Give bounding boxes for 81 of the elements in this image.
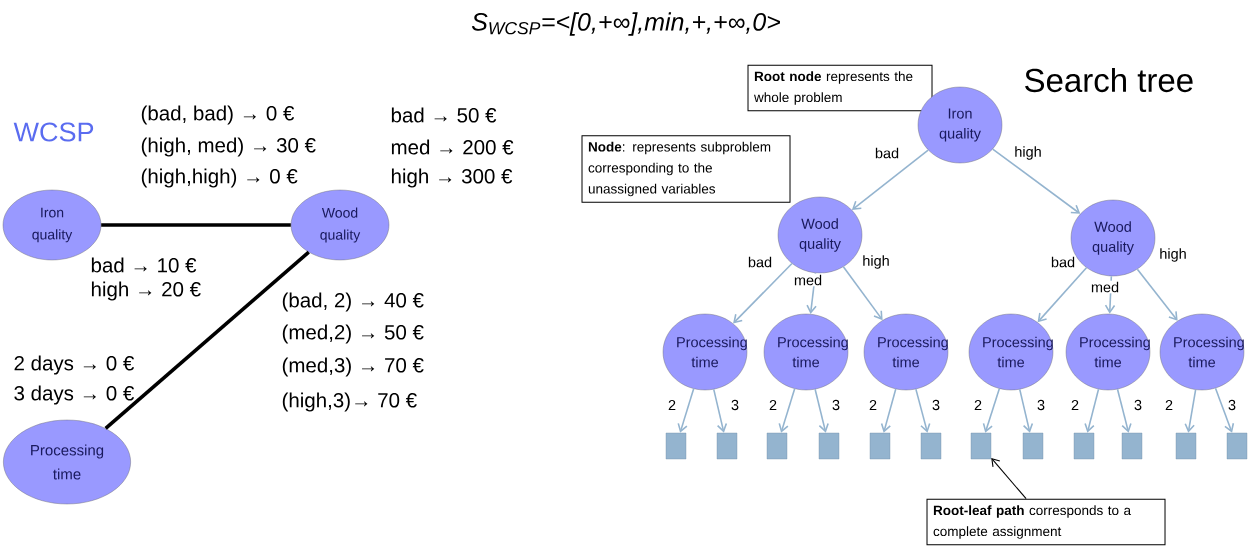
arrow: [806, 272, 817, 315]
leaf-square: [665, 432, 687, 460]
edge-label: 3: [730, 398, 741, 412]
edge-label: bad: [1049, 255, 1077, 269]
arrow: [1084, 388, 1100, 433]
arrow: [915, 388, 931, 433]
leaf-square: [869, 432, 891, 460]
cost-entry: 3 days → 0 €: [14, 385, 134, 405]
heading: Search tree: [1025, 67, 1193, 93]
leaf-square: [920, 432, 942, 460]
arrow: [814, 388, 829, 433]
leaf-square: [970, 432, 992, 460]
arrow: [1214, 387, 1235, 433]
tree-node: Wood quality: [777, 196, 863, 274]
arrow: [982, 387, 1001, 433]
edge-label: 3: [931, 398, 942, 412]
cost-entry: (high, med) → 30 €: [141, 137, 316, 157]
cost-entry: med → 200 €: [391, 139, 514, 155]
arrow: [1136, 268, 1178, 321]
arrow: [1037, 266, 1088, 323]
cost-entry: bad → 50 €: [391, 107, 497, 123]
callout-box: Node: represents subproblem corresponding to the unassigned variables: [581, 135, 791, 203]
arrow: [880, 388, 897, 433]
edge-label: med: [792, 273, 824, 287]
edge-label: 3: [1036, 398, 1047, 412]
edge-label: 3: [831, 398, 842, 412]
cost-entry: 2 days → 0 €: [14, 355, 134, 375]
arrow: [1116, 388, 1132, 433]
edge-label: 2: [1164, 398, 1175, 412]
tree-node: Processing time: [863, 313, 949, 391]
tree-node: Iron quality: [917, 86, 1003, 164]
edge-label: high: [861, 254, 891, 270]
arrow: [851, 149, 929, 210]
tree-node: Processing time: [763, 313, 849, 391]
leader-line: [991, 457, 1027, 500]
leaf-square: [818, 432, 840, 460]
tree-node: Processing time: [662, 313, 748, 391]
cost-entry: (bad, bad) → 0 €: [141, 105, 295, 125]
arrow: [1018, 388, 1034, 433]
leaf-square: [716, 432, 738, 460]
arrow: [991, 148, 1081, 214]
callout-box: Root node represents the whole problem: [747, 64, 933, 112]
leaf-square: [1175, 432, 1197, 460]
edge-label: 2: [1070, 398, 1081, 412]
leaf-square: [1022, 432, 1044, 460]
edge-label: 3: [1133, 398, 1144, 412]
cost-entry: (bad, 2) → 40 €: [282, 292, 424, 312]
edge-label: 2: [768, 398, 779, 412]
tree-node: Processing time: [1065, 313, 1151, 391]
arrow: [1184, 388, 1197, 433]
edge-label: bad: [746, 255, 774, 269]
leaf-square: [1073, 432, 1095, 460]
cost-entry: (med,3) → 70 €: [282, 357, 424, 377]
cost-entry: (high,high) → 0 €: [141, 168, 298, 188]
arrow: [733, 262, 793, 324]
formula-title: S$_{WCSP}$=<[0,+∞],min,+,+∞,0>: [471, 12, 780, 36]
connector-line: [101, 223, 291, 227]
tree-node: Processing time: [968, 313, 1054, 391]
edge-label: 2: [667, 398, 678, 412]
arrow: [778, 388, 796, 433]
edge-label: 2: [868, 398, 879, 412]
leaf-square: [766, 432, 788, 460]
edge-label: 2: [973, 398, 984, 412]
leaf-square: [1121, 432, 1143, 460]
edge-label: high: [1013, 145, 1043, 161]
cost-entry: (high,3)→ 70 €: [282, 392, 417, 412]
leaf-square: [1226, 432, 1248, 460]
edge-label: bad: [873, 146, 901, 160]
arrow: [677, 388, 695, 433]
cost-entry: high → 300 €: [391, 168, 513, 188]
connector-line: [104, 250, 310, 430]
edge-label: med: [1089, 280, 1121, 294]
edge-label: 3: [1227, 398, 1238, 412]
edge-label: high: [1158, 247, 1188, 263]
cost-entry: (med,2) → 50 €: [282, 324, 424, 344]
arrow: [842, 266, 883, 321]
arrow: [712, 388, 728, 433]
cost-entry: high → 20 €: [91, 281, 201, 301]
heading: WCSP: [13, 122, 94, 142]
callout-box: Root-leaf path corresponds to a complete assignment: [926, 498, 1166, 546]
tree-node: Processing time: [1159, 313, 1245, 391]
